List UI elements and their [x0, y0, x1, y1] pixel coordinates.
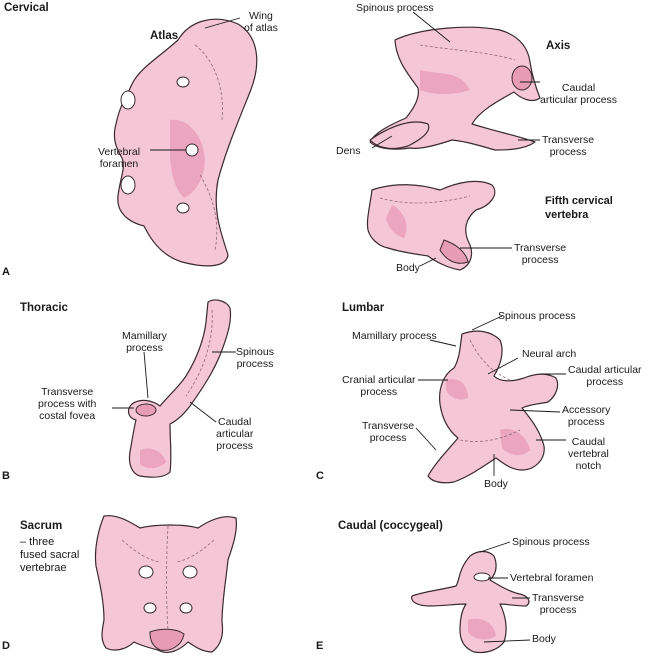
cervical-title: Cervical [4, 2, 49, 14]
thoracic-title: Thoracic [20, 302, 68, 314]
neural-arch-label: Neural arch [522, 348, 577, 360]
panel-letter-e: E [316, 640, 324, 652]
panel-letter-c: C [316, 470, 324, 482]
caudal-spinous-process-label: Spinous process [512, 536, 590, 548]
caudal-vertebral-foramen-label: Vertebral foramen [510, 572, 594, 584]
lumbar-mamillary-process-label: Mamillary process [352, 330, 437, 342]
fifth-cervical-illustration [366, 180, 496, 271]
atlas-title: Atlas [150, 30, 179, 42]
leader-lines [112, 11, 566, 643]
axis-title: Axis [546, 40, 571, 52]
panel-letter-d: D [2, 640, 10, 652]
caudal-illustration [411, 550, 530, 654]
axis-illustration [369, 26, 541, 151]
fifth-body-label: Body [396, 262, 420, 274]
lumbar-spinous-process-label: Spinous process [498, 310, 576, 322]
atlas-illustration [113, 18, 258, 267]
sacrum-title: Sacrum [20, 520, 63, 532]
panel-letter-b: B [2, 470, 10, 482]
caudal-title: Caudal (coccygeal) [338, 520, 443, 532]
dens-label: Dens [336, 145, 361, 157]
sacrum-illustration [94, 515, 237, 654]
caudal-body-label: Body [532, 633, 556, 645]
thoracic-illustration [127, 299, 232, 478]
lumbar-title: Lumbar [342, 302, 385, 314]
lumbar-body-label: Body [484, 478, 508, 490]
lumbar-illustration [427, 330, 559, 484]
axis-spinous-process-label: Spinous process [356, 2, 434, 14]
panel-letter-a: A [2, 266, 10, 278]
